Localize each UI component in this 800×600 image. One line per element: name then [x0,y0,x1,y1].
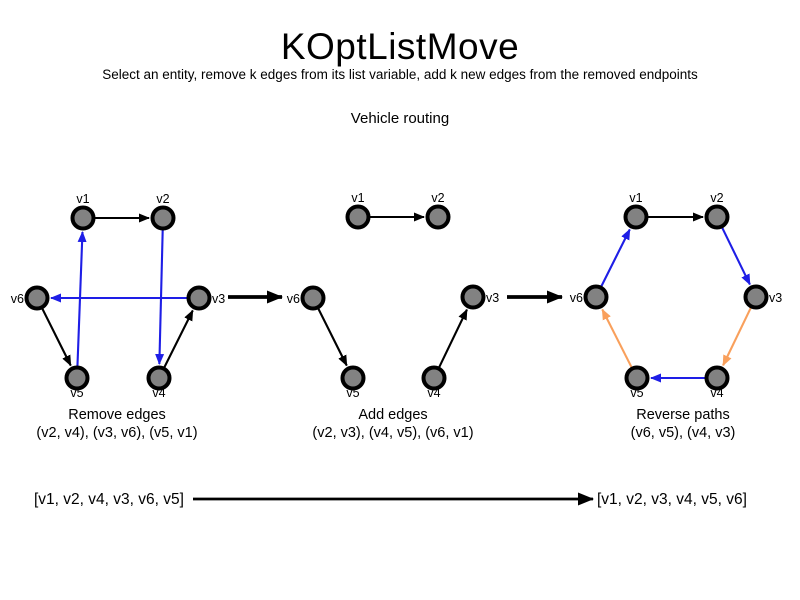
edge-remove-edges-step-v5-v1 [76,230,87,367]
node-reverse-paths-step-v5 [624,365,650,391]
node-label-remove-edges-step-v6: v6 [11,292,24,306]
caption-reverse-paths: Reverse paths [636,407,730,423]
edge-remove-edges-step-v6-v5 [41,308,72,367]
node-label-add-edges-step-v2: v2 [431,191,444,205]
node-label-remove-edges-step-v1: v1 [76,192,89,206]
edge-reverse-paths-step-v2-v3 [721,227,751,286]
node-reverse-paths-step-v6 [583,284,609,310]
page-subtitle: Select an entity, remove k edges from it… [102,67,698,82]
edge-add-edges-step-v6-v5 [317,308,348,367]
node-label-reverse-paths-step-v6: v6 [570,291,583,305]
node-label-remove-edges-step-v5: v5 [70,386,83,400]
node-add-edges-step-v2 [425,204,451,230]
list-before: [v1, v2, v4, v3, v6, v5] [34,491,184,508]
node-label-remove-edges-step-v2: v2 [156,192,169,206]
node-remove-edges-step-v3 [186,285,212,311]
edge-reverse-paths-step-v3-v4 [722,307,752,367]
caption-remove-edges-list: (v2, v4), (v3, v6), (v5, v1) [36,425,197,441]
node-reverse-paths-step-v1 [623,204,649,230]
edge-remove-edges-step-v4-v3 [163,309,194,368]
graph-layers: v1 v2 v6 v3 v5 v4 v1 v2 v6 v3 v5 v4 v1 v2 v6 v3 v5 v4 [11,191,782,506]
node-remove-edges-step-v4 [146,365,172,391]
node-add-edges-step-v3 [460,284,486,310]
node-label-add-edges-step-v5: v5 [346,386,359,400]
edge-reverse-paths-step-v6-v1 [600,228,631,287]
node-label-reverse-paths-step-v1: v1 [629,191,642,205]
node-label-add-edges-step-v4: v4 [427,386,440,400]
node-add-edges-step-v5 [340,365,366,391]
list-after: [v1, v2, v3, v4, v5, v6] [597,491,747,508]
caption-reverse-paths-list: (v6, v5), (v4, v3) [631,425,736,441]
caption-add-edges: Add edges [358,407,427,423]
node-add-edges-step-v4 [421,365,447,391]
node-label-reverse-paths-step-v2: v2 [710,191,723,205]
node-reverse-paths-step-v2 [704,204,730,230]
node-reverse-paths-step-v3 [743,284,769,310]
node-remove-edges-step-v5 [64,365,90,391]
node-label-add-edges-step-v3: v3 [486,291,499,305]
node-reverse-paths-step-v4 [704,365,730,391]
node-label-remove-edges-step-v4: v4 [152,386,165,400]
node-label-add-edges-step-v6: v6 [287,292,300,306]
node-remove-edges-step-v2 [150,205,176,231]
node-label-remove-edges-step-v3: v3 [212,292,225,306]
example-label: Vehicle routing [350,110,450,127]
caption-remove-edges: Remove edges [68,407,166,423]
node-label-reverse-paths-step-v4: v4 [710,386,723,400]
node-label-reverse-paths-step-v5: v5 [630,386,643,400]
node-remove-edges-step-v1 [70,205,96,231]
node-add-edges-step-v6 [300,285,326,311]
node-add-edges-step-v1 [345,204,371,230]
page-title: KOptListMove [280,26,520,67]
caption-add-edges-list: (v2, v3), (v4, v5), (v6, v1) [312,425,473,441]
edge-reverse-paths-step-v5-v6 [601,308,633,368]
node-remove-edges-step-v6 [24,285,50,311]
node-label-add-edges-step-v1: v1 [351,191,364,205]
node-label-reverse-paths-step-v3: v3 [769,291,782,305]
edge-add-edges-step-v4-v3 [438,308,468,368]
